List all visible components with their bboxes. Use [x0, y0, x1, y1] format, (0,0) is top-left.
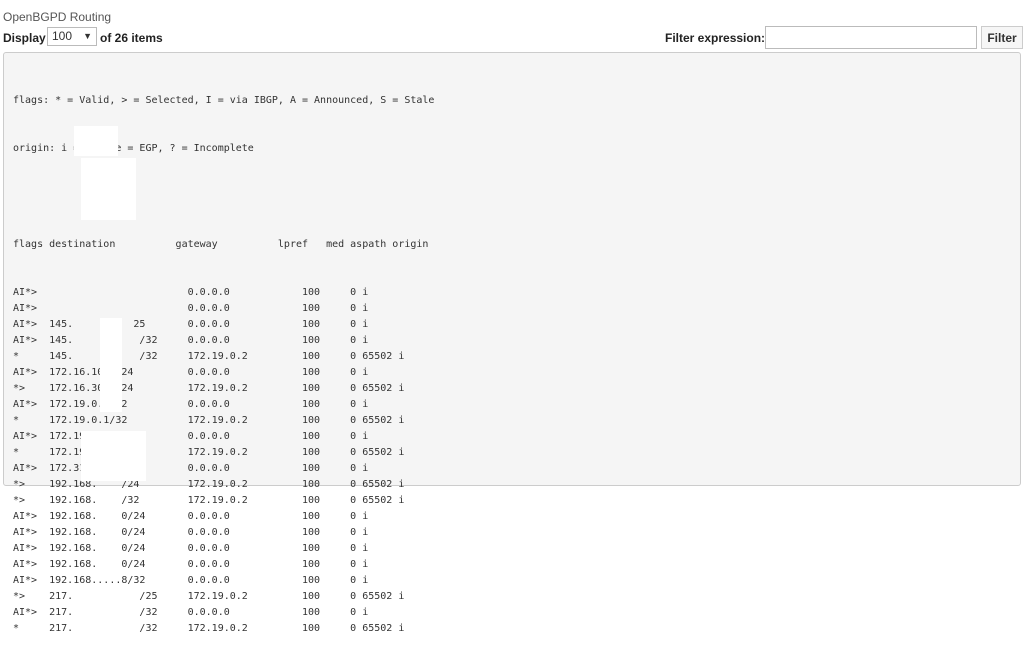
table-row: AI*> 0.0.0.0 100 0 i: [13, 287, 369, 298]
page-title: OpenBGPD Routing: [3, 10, 112, 24]
table-row: AI*> 0.0.0.0 100 0 i: [13, 303, 369, 314]
item-count-label: of 26 items: [100, 31, 163, 45]
table-header: flags destination gateway lpref med aspa…: [13, 239, 429, 250]
display-count-value: 100: [52, 29, 73, 43]
table-row: AI*> 172.19.0.2/32 0.0.0.0 100 0 i: [13, 431, 369, 442]
redaction-block: [74, 126, 118, 156]
table-row: AI*> 192.168. 0/24 0.0.0.0 100 0 i: [13, 511, 369, 522]
display-label: Display: [3, 31, 46, 45]
redaction-block: [100, 318, 122, 412]
legend-flags: flags: * = Valid, > = Selected, I = via …: [13, 95, 435, 106]
table-row: AI*> 192.168. 0/24 0.0.0.0 100 0 i: [13, 559, 369, 570]
blank-line: [13, 189, 434, 205]
redaction-block: [81, 431, 146, 481]
table-row: AI*> 172.19.0.1/32 0.0.0.0 100 0 i: [13, 399, 369, 410]
table-row: *> 192.168. /24 172.19.0.2 100 0 65502 i: [13, 479, 405, 490]
chevron-down-icon: ▼: [83, 31, 92, 41]
table-row: AI*> 172.16.10.0/24 0.0.0.0 100 0 i: [13, 367, 369, 378]
table-row: * 172.19.0.2/32 172.19.0.2 100 0 65502 i: [13, 447, 405, 458]
table-row: * 217. /32 172.19.0.2 100 0 65502 i: [13, 623, 405, 634]
routing-output-panel: flags: * = Valid, > = Selected, I = via …: [3, 52, 1021, 634]
table-row: * 172.19.0.1/32 172.19.0.2 100 0 65502 i: [13, 415, 405, 426]
filter-button[interactable]: Filter: [981, 26, 1023, 49]
table-row: AI*> 145. /32 0.0.0.0 100 0 i: [13, 335, 369, 346]
toolbar: Display 100 ▼ of 26 items Filter express…: [3, 26, 1023, 50]
table-row: *> 192.168. /32 172.19.0.2 100 0 65502 i: [13, 495, 405, 506]
table-row: AI*> 192.168. 0/24 0.0.0.0 100 0 i: [13, 543, 369, 554]
filter-expression-label: Filter expression:: [665, 31, 766, 45]
table-row: *> 172.16.30.0/24 172.19.0.2 100 0 65502…: [13, 383, 405, 394]
table-row: *> 217. /25 172.19.0.2 100 0 65502 i: [13, 591, 405, 602]
display-count-select[interactable]: 100 ▼: [47, 27, 97, 46]
table-row: AI*> 192.168. 0/24 0.0.0.0 100 0 i: [13, 527, 369, 538]
redaction-block: [81, 158, 136, 220]
table-row: AI*> 192.168.....8/32 0.0.0.0 100 0 i: [13, 575, 369, 586]
table-rows: AI*> 0.0.0.0 100 0 i AI*> 0.0.0.0 100 0 i…: [13, 285, 434, 637]
table-row: AI*> 172.31.0.0/16 0.0.0.0 100 0 i: [13, 463, 369, 474]
table-row: AI*> 217. /32 0.0.0.0 100 0 i: [13, 607, 369, 618]
table-row: * 145. /32 172.19.0.2 100 0 65502 i: [13, 351, 405, 362]
filter-expression-input[interactable]: [765, 26, 977, 49]
table-row: AI*> 145. 25 0.0.0.0 100 0 i: [13, 319, 369, 330]
